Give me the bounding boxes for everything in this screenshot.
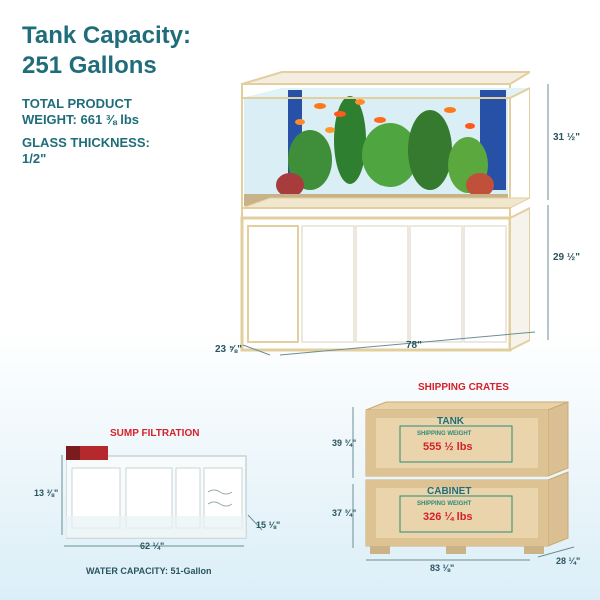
plants (276, 96, 494, 197)
tank-depth-dimension: 23 ⅝" (215, 344, 242, 355)
crate-width-dimension: 83 ⅛" (430, 563, 455, 573)
capacity-value: 251 Gallons (22, 52, 157, 79)
tank-width-dimension: 78" (406, 340, 422, 351)
tank-height-dimension: 31 ½" (553, 132, 580, 143)
weight-label: TOTAL PRODUCT (22, 96, 132, 111)
cabinet-crate-weight-label: SHIPPING WEIGHT (417, 501, 472, 507)
fish (295, 99, 475, 133)
glass-label: GLASS THICKNESS: (22, 135, 150, 150)
sump-height-dimension: 13 ⅜" (34, 488, 59, 498)
cabinet-crate-weight: 326 ¼ lbs (423, 511, 473, 523)
sump-width-dimension: 62 ¼" (140, 541, 165, 551)
glass-value: 1/2" (22, 151, 47, 166)
stand-height-dimension: 29 ½" (553, 252, 580, 263)
sump-depth-dimension: 15 ⅛" (256, 520, 281, 530)
water-capacity: WATER CAPACITY: 51-Gallon (86, 566, 212, 576)
crate-depth-dimension: 28 ¼" (556, 556, 581, 566)
crates-illustration (365, 401, 569, 554)
cabinet-crate-label: CABINET (427, 486, 472, 497)
capacity-heading: Tank Capacity: (22, 22, 191, 49)
shipping-title: SHIPPING CRATES (418, 382, 509, 393)
aquarium-illustration (240, 71, 530, 352)
tank-crate-weight-label: SHIPPING WEIGHT (417, 431, 472, 437)
sump-illustration (66, 446, 247, 539)
tank-crate-height-dimension: 39 ¾" (332, 438, 357, 448)
sump-title: SUMP FILTRATION (110, 428, 200, 439)
tank-crate-weight: 555 ½ lbs (423, 441, 473, 453)
tank-crate-label: TANK (437, 416, 465, 427)
cabinet-crate-height-dimension: 37 ¾" (332, 508, 357, 518)
weight-value: WEIGHT: 661 ⅜ lbs (22, 112, 140, 127)
